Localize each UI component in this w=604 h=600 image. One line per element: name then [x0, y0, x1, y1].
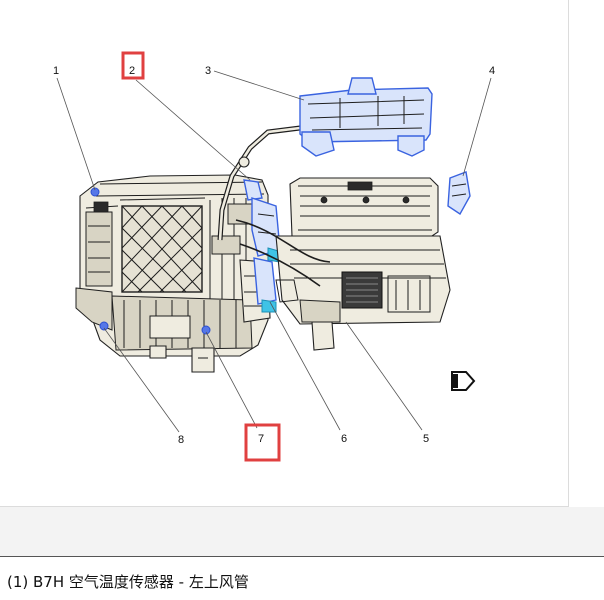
- spacer-band: [0, 507, 604, 556]
- leader-lines: [56, 70, 492, 433]
- callout-8: 8: [178, 434, 184, 446]
- callout-7: 7: [258, 433, 264, 445]
- grille: [121, 205, 203, 293]
- hvac-module-diagram: 1 2 3 4 5 6 7 8: [53, 51, 495, 462]
- hvac-case: [75, 174, 271, 373]
- callout-3: 3: [205, 65, 211, 77]
- callout-2: 2: [129, 65, 135, 77]
- sensor-4-part: [447, 171, 471, 216]
- callout-1: 1: [53, 65, 59, 77]
- callout-6: 6: [341, 433, 347, 445]
- highlight-box-7: [244, 423, 281, 462]
- figure-caption: (1) B7H 空气温度传感器 - 左上风管: [7, 573, 249, 591]
- sensor-7-part: [201, 325, 211, 335]
- highlight-box-2: [121, 51, 145, 80]
- front-arrow-icon: [451, 371, 476, 391]
- callout-labels: 1 2 3 4 5 6 7 8: [53, 65, 495, 446]
- actuator-group-blue: [243, 179, 283, 313]
- pipe-assembly: [217, 125, 301, 241]
- blower-assembly: [275, 177, 451, 351]
- sensor-8-part: [99, 321, 109, 331]
- callout-5: 5: [423, 433, 429, 445]
- caption-divider: [0, 556, 604, 557]
- figure-panel: 1 2 3 4 5 6 7 8: [0, 0, 569, 507]
- callout-4: 4: [489, 65, 495, 77]
- sensor-1-part: [90, 187, 100, 197]
- module-3-part: [299, 77, 433, 157]
